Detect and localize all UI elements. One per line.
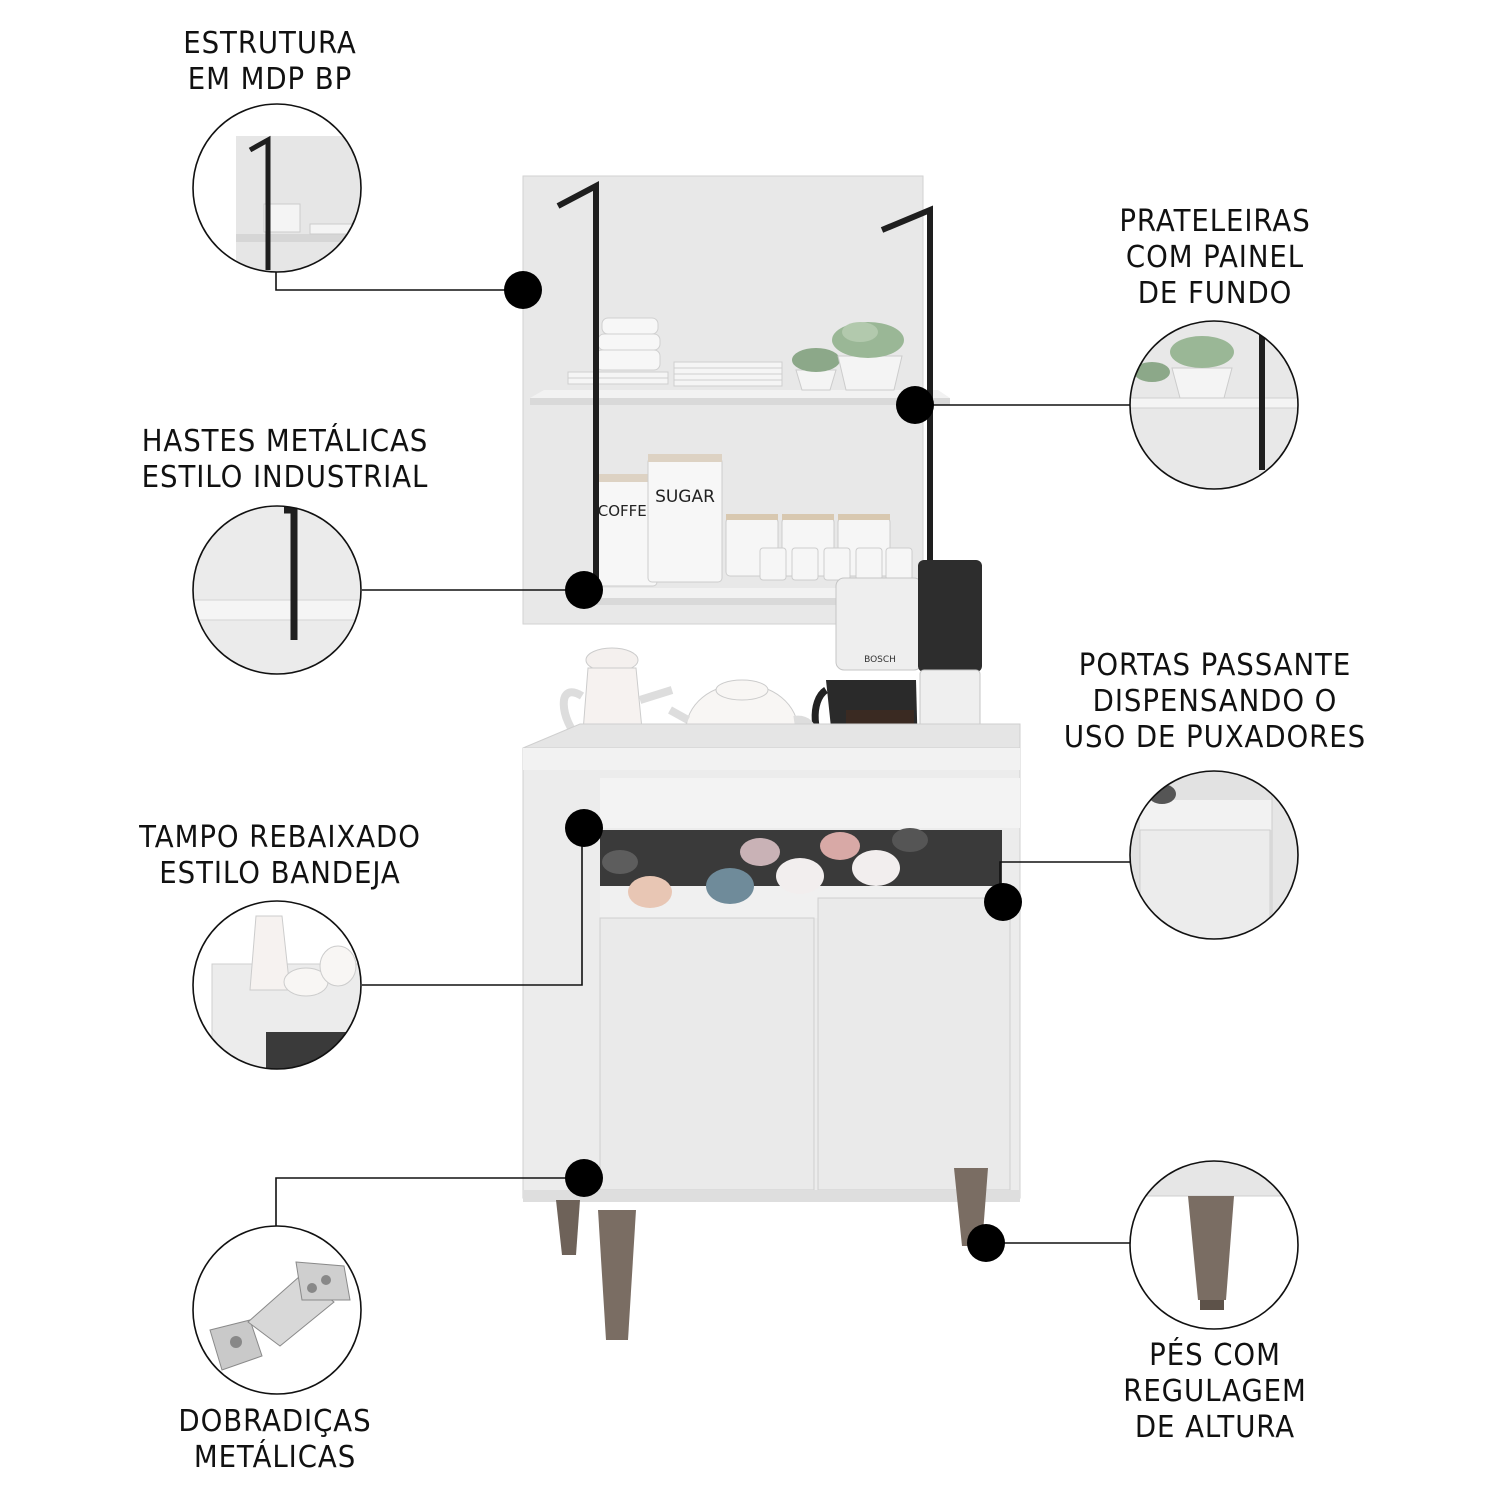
callout-dobradicas-line1: DOBRADIÇAS	[178, 1404, 372, 1439]
callout-estrutura-line2: EM MDP BP	[187, 62, 353, 97]
callout-estrutura-line1: ESTRUTURA	[183, 26, 357, 61]
callout-prateleiras: PRATELEIRAS COM PAINEL DE FUNDO	[1100, 204, 1330, 312]
canisters: COFFEE SUGAR	[596, 454, 913, 587]
callout-tampo: TAMPO REBAIXADO ESTILO BANDEJA	[128, 820, 432, 892]
lower-cabinet	[522, 723, 1021, 1202]
callout-lines	[275, 270, 1130, 1244]
metal-rods	[556, 181, 933, 588]
callout-portas-line1: PORTAS PASSANTE	[1078, 648, 1352, 683]
cups	[602, 828, 928, 908]
callout-portas: PORTAS PASSANTE DISPENSANDO O USO DE PUX…	[1054, 648, 1376, 756]
callout-portas-line2: DISPENSANDO O	[1092, 684, 1338, 719]
callout-dots	[504, 271, 1022, 1262]
cabinet-legs	[556, 1168, 988, 1340]
detail-circle-hastes	[192, 505, 362, 675]
callout-estrutura: ESTRUTURA EM MDP BP	[169, 26, 371, 98]
callout-dobradicas-line2: METÁLICAS	[193, 1440, 357, 1475]
dishes	[567, 317, 783, 387]
callout-prateleiras-line3: DE FUNDO	[1137, 276, 1293, 311]
callout-hastes-line2: ESTILO INDUSTRIAL	[141, 460, 429, 495]
detail-circle-dobradicas	[192, 1225, 362, 1395]
detail-circle-tampo	[192, 900, 362, 1070]
detail-circle-estrutura	[192, 103, 362, 273]
callout-pes: PÉS COM REGULAGEM DE ALTURA	[1100, 1338, 1330, 1446]
detail-circle-prateleiras	[1129, 320, 1299, 490]
potted-plants	[792, 322, 904, 391]
detail-circle-pes	[1129, 1160, 1299, 1330]
machine-brand-label: BOSCH	[864, 655, 896, 665]
canister-coffee-label: COFFEE	[598, 502, 657, 520]
callout-hastes: HASTES METÁLICAS ESTILO INDUSTRIAL	[133, 424, 437, 496]
upper-shelf	[530, 390, 950, 405]
callout-prateleiras-line2: COM PAINEL	[1125, 240, 1305, 275]
callout-tampo-line1: TAMPO REBAIXADO	[139, 820, 421, 855]
callout-dobradicas: DOBRADIÇAS METÁLICAS	[160, 1404, 390, 1476]
callout-pes-line3: DE ALTURA	[1134, 1410, 1296, 1445]
canister-sugar-label: SUGAR	[655, 487, 715, 507]
callout-tampo-line2: ESTILO BANDEJA	[159, 856, 401, 891]
callout-prateleiras-line1: PRATELEIRAS	[1119, 204, 1311, 239]
callout-pes-line1: PÉS COM	[1149, 1338, 1281, 1373]
detail-circle-portas	[1129, 770, 1299, 940]
callout-pes-line2: REGULAGEM	[1123, 1374, 1307, 1409]
callout-hastes-line1: HASTES METÁLICAS	[141, 424, 429, 459]
callout-portas-line3: USO DE PUXADORES	[1063, 720, 1367, 755]
